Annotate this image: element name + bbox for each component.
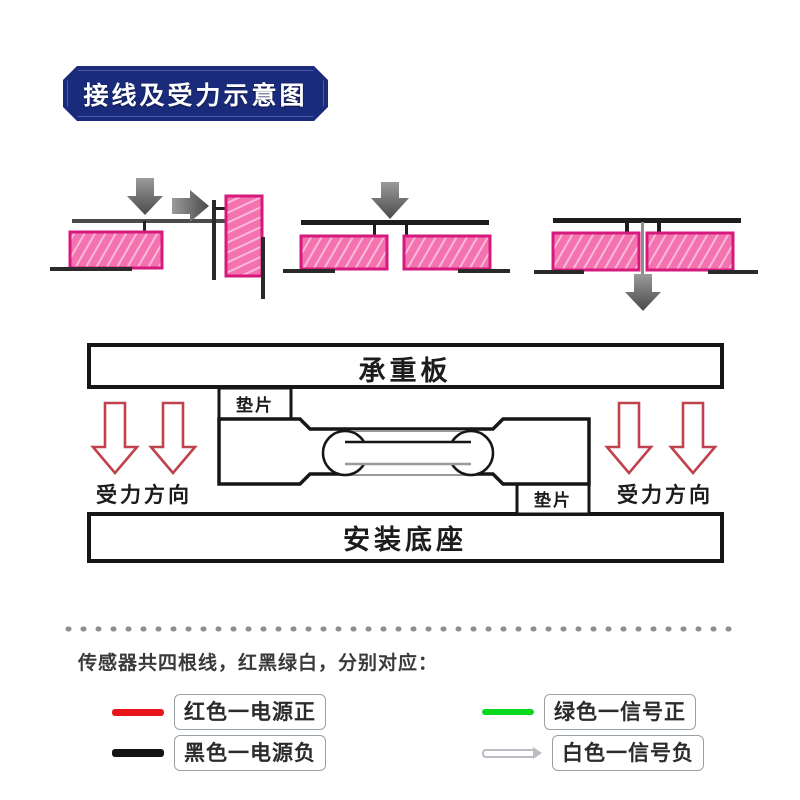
page-title: 接线及受力示意图 xyxy=(83,81,308,110)
connector-post-right xyxy=(405,224,408,238)
bottom-support-left xyxy=(283,269,335,273)
red-wire-swatch xyxy=(112,708,164,716)
legend-item-white: 白色一信号负 xyxy=(482,735,704,771)
shim-label-top: 垫片 xyxy=(236,395,274,415)
force-direction-label-left: 受力方向 xyxy=(96,483,192,507)
force-principle-diagrams xyxy=(50,178,758,311)
load-bearing-plate xyxy=(87,343,724,389)
panel-dual-block-split xyxy=(534,218,758,311)
strain-slot-fill xyxy=(345,442,471,464)
connector-post xyxy=(143,221,146,235)
bottom-support-left xyxy=(534,270,584,274)
force-arrow-icon xyxy=(148,401,198,476)
sensor-block-right xyxy=(645,231,735,272)
sensor-block-left xyxy=(551,231,641,272)
legend-item-black: 黑色一电源负 xyxy=(112,735,326,771)
sensor-block-right xyxy=(402,234,492,271)
connector-post xyxy=(215,207,229,210)
legend-label-red: 红色一电源正 xyxy=(174,694,326,730)
sensor-block xyxy=(68,230,164,270)
sensor-block-left xyxy=(299,234,389,271)
bottom-support-right xyxy=(458,269,510,273)
left-bar xyxy=(212,200,216,280)
shim-label-bottom: 垫片 xyxy=(534,490,572,510)
panel-rotated-block xyxy=(172,190,265,299)
assembly-cross-section: 承重板 安装底座 垫片 垫片 受力方向 受力方向 xyxy=(87,343,724,563)
top-bar xyxy=(553,218,741,223)
bottom-support xyxy=(50,267,132,271)
bottom-support-right xyxy=(708,270,758,274)
force-arrow-icon xyxy=(604,401,654,476)
white-wire-swatch xyxy=(482,748,534,758)
force-arrows-left xyxy=(90,401,198,476)
load-bearing-plate-label: 承重板 xyxy=(359,356,452,386)
force-arrows-right xyxy=(604,401,718,476)
black-wire-swatch xyxy=(112,749,164,757)
right-support xyxy=(261,237,265,299)
force-arrow-icon xyxy=(668,401,718,476)
center-divider xyxy=(641,222,644,274)
right-arrow-icon xyxy=(172,190,209,222)
shim-box-top xyxy=(217,386,293,421)
shim-box-bottom xyxy=(515,481,591,516)
sensor-block-rotated xyxy=(224,194,264,278)
force-direction-label-right: 受力方向 xyxy=(617,483,713,507)
green-wire-swatch xyxy=(482,709,534,715)
down-arrow-icon xyxy=(625,274,661,311)
page-title-banner: 接线及受力示意图 xyxy=(63,66,328,121)
connector-post-right xyxy=(657,222,661,238)
legend-item-red: 红色一电源正 xyxy=(112,694,326,730)
legend-label-green: 绿色一信号正 xyxy=(544,694,696,730)
mounting-base-plate-label: 安装底座 xyxy=(343,524,467,555)
down-arrow-icon xyxy=(127,178,163,215)
connector-post-left xyxy=(373,224,376,238)
legend-label-black: 黑色一电源负 xyxy=(174,735,326,771)
top-bar xyxy=(301,220,489,225)
top-bar xyxy=(72,219,232,223)
legend-label-white: 白色一信号负 xyxy=(552,735,704,771)
force-arrow-icon xyxy=(90,401,140,476)
mounting-base-plate xyxy=(87,512,724,563)
wiring-note: 传感器共四根线，红黑绿白，分别对应： xyxy=(78,653,439,674)
panel-single-block xyxy=(50,178,232,271)
panel-dual-block-bridge xyxy=(283,182,510,273)
connector-post-left xyxy=(625,222,629,238)
legend-item-green: 绿色一信号正 xyxy=(482,694,696,730)
down-arrow-icon xyxy=(371,182,409,219)
white-wire-arrowhead-icon xyxy=(533,747,542,759)
